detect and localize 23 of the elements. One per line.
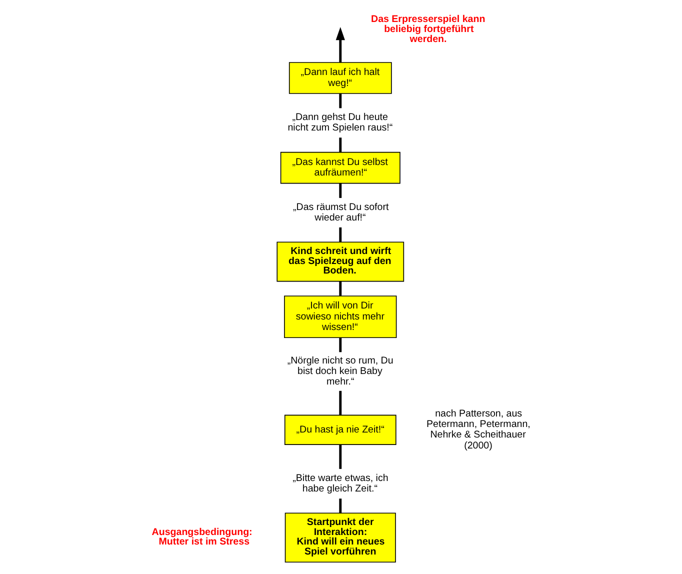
connector bbox=[339, 281, 342, 296]
connector bbox=[339, 94, 342, 108]
connector bbox=[339, 183, 342, 198]
node-box: „Das kannst Du selbst aufräumen!“ bbox=[280, 152, 400, 184]
label: Das Erpresserspiel kann beliebig fortgeführt werden. bbox=[371, 14, 486, 45]
node-box: Startpunkt der Interaktion: Kind will ein neues Spiel vorführen bbox=[284, 512, 396, 563]
node-text: „Bitte warte etwas, ich habe gleich Zeit.“ bbox=[292, 472, 388, 495]
connector bbox=[339, 498, 342, 514]
label: nach Patterson, aus Petermann, Petermann, Nehrke & Scheithauer (2000) bbox=[426, 408, 530, 452]
label: Ausgangsbedingung: Mutter ist im Stress bbox=[152, 526, 252, 548]
node-text: „Das räumst Du sofort wieder auf!“ bbox=[293, 202, 389, 224]
connector bbox=[339, 390, 342, 416]
node-text: „Dann gehst Du heute nicht zum Spielen raus!“ bbox=[288, 112, 393, 134]
connector bbox=[339, 444, 342, 469]
connector bbox=[339, 138, 342, 152]
node-box: „Du hast ja nie Zeit!“ bbox=[284, 414, 396, 445]
node-box: „Dann lauf ich halt weg!“ bbox=[288, 62, 392, 94]
node-text: „Nörgle nicht so rum, Du bist doch kein Baby mehr.“ bbox=[287, 355, 394, 388]
node-box: „Ich will von Dir sowieso nichts mehr wissen!“ bbox=[284, 296, 397, 338]
arrow bbox=[336, 26, 345, 62]
connector bbox=[339, 338, 342, 352]
connector bbox=[339, 227, 342, 242]
node-box: Kind schreit und wirft das Spielzeug auf den Boden. bbox=[276, 242, 404, 282]
